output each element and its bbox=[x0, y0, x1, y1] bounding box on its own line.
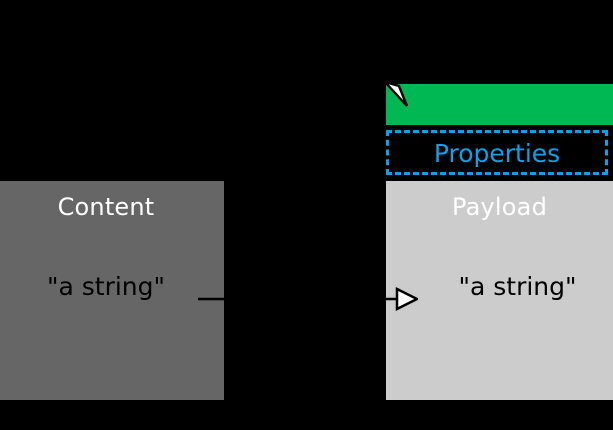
node-payload-value: "a string" bbox=[458, 272, 577, 301]
node-payload-header-bar[interactable] bbox=[386, 84, 613, 125]
properties-compartment[interactable]: Properties bbox=[386, 130, 608, 175]
node-content-title: Content bbox=[57, 193, 155, 221]
properties-label: Properties bbox=[433, 139, 561, 168]
node-payload[interactable]: Payload "a string" bbox=[386, 181, 613, 400]
node-payload-title: Payload bbox=[452, 193, 547, 221]
node-content-value: "a string" bbox=[46, 272, 166, 301]
connector-content-to-payload[interactable] bbox=[198, 286, 418, 312]
node-content[interactable]: Content "a string" bbox=[0, 181, 224, 400]
